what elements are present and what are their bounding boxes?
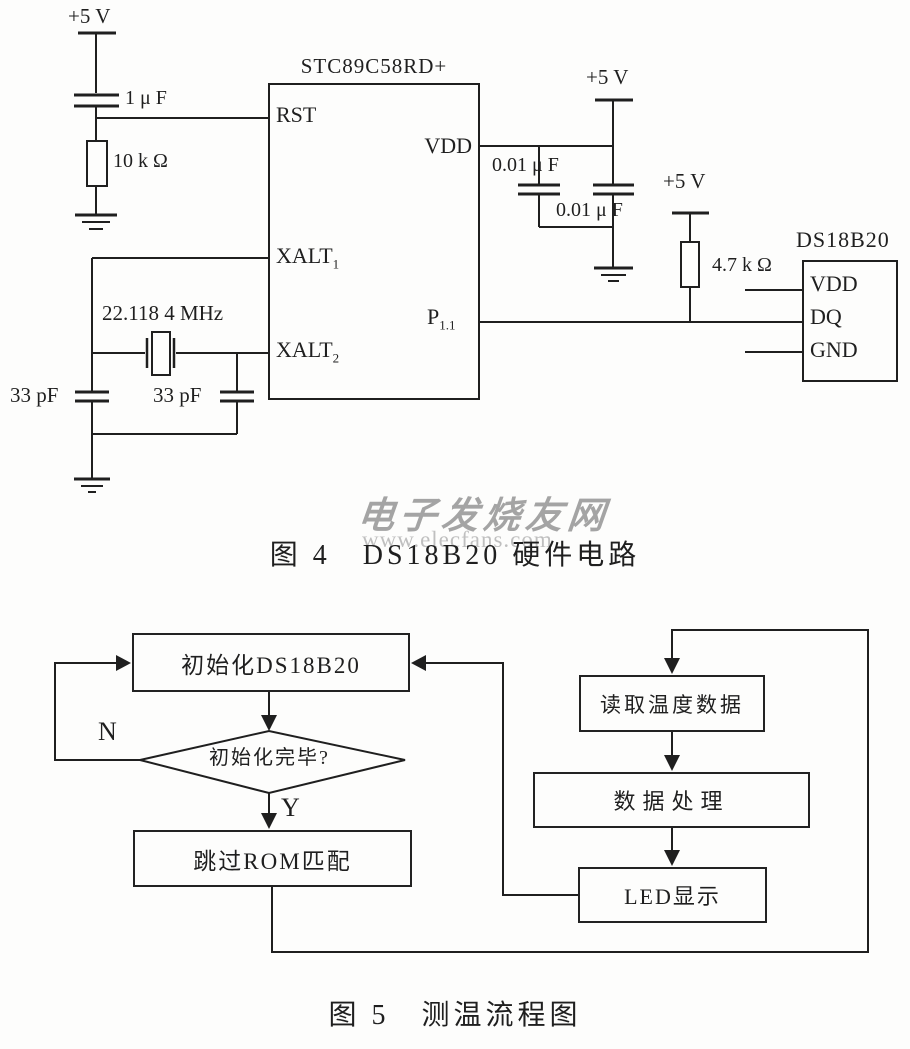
mcu-box [268,83,480,400]
branch-label-no: N [98,717,117,746]
mcu-pin-vdd: VDD [424,133,472,158]
resistor-pullup [680,241,700,288]
arrowhead-down-icon [664,658,680,674]
flow-node-skip-rom: 跳过ROM匹配 [133,830,412,887]
capacitor-decouple2-plates [593,183,634,196]
vcc-label-reset: +5 V [68,4,111,28]
flow-node-process: 数据处理 [533,772,810,828]
capacitor-xtal-left-plates [75,390,109,403]
resistor-pullup-label: 4.7 k Ω [712,254,772,276]
ground-symbol-main [594,266,633,282]
arrowhead-down-icon [261,715,277,731]
arrowhead-right-icon [116,655,131,671]
capacitor-reset-label: 1 μ F [125,87,167,109]
arrowhead-left-icon [411,655,426,671]
figure4-caption: 图 4 DS18B20 硬件电路 [269,540,641,571]
mcu-pin-xalt1: XALT1 [276,243,340,272]
arrowhead-down-icon [664,850,680,866]
sensor-pin-vdd: VDD [810,271,858,296]
sensor-pin-gnd: GND [810,337,858,362]
capacitor-reset-plates [74,93,119,108]
arrowhead-down-icon [664,755,680,771]
ground-symbol-reset [75,213,117,230]
mcu-pin-p11: P1.1 [427,304,456,333]
capacitor-decouple1-plates [518,183,560,196]
capacitor-xtal-left-label: 33 pF [10,383,59,407]
wire [538,194,613,228]
resistor-reset [86,140,108,187]
ground-symbol-xtal [74,477,110,493]
branch-label-yes: Y [281,793,300,822]
watermark-url: www.elecfans.com [362,527,553,552]
vcc-label-pullup: +5 V [663,169,706,193]
vcc-label-main: +5 V [586,65,629,89]
capacitor-xtal-right-plates [220,390,254,403]
decision-diamond [139,729,406,795]
mcu-title: STC89C58RD+ [300,54,448,78]
sensor-pin-dq: DQ [810,304,842,329]
crystal-symbol [145,331,176,376]
mcu-pin-xalt2: XALT2 [276,337,340,366]
flow-node-init: 初始化DS18B20 [132,633,410,692]
flow-led-loop [415,662,578,896]
flow-skip-to-read [271,629,869,953]
flow-node-read-temp: 读取温度数据 [579,675,765,732]
capacitor-decouple1-label: 0.01 μ F [492,154,559,176]
resistor-reset-label: 10 k Ω [113,150,168,172]
sensor-title: DS18B20 [796,227,890,252]
flow-node-check: 初始化完毕? [209,747,330,769]
crystal-label: 22.118 4 MHz [102,301,224,325]
mcu-pin-rst: RST [276,102,317,127]
capacitor-xtal-right-label: 33 pF [153,383,202,407]
capacitor-decouple2-label: 0.01 μ F [556,199,623,221]
flow-no-loop [54,662,140,761]
flow-node-led-display: LED显示 [578,867,767,923]
figure5-caption: 图 5 测温流程图 [328,1000,582,1031]
arrowhead-down-icon [261,813,277,829]
sensor-box [802,260,898,382]
